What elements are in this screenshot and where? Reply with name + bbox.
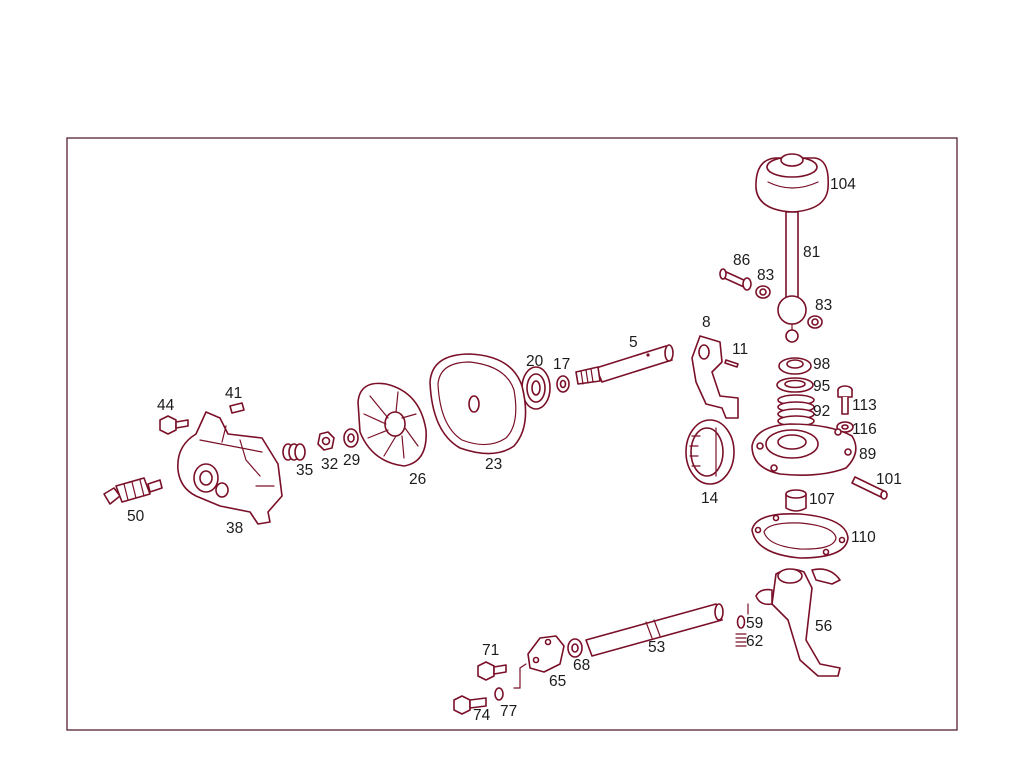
callout-44: 44 bbox=[157, 397, 175, 414]
part-23-oval-cover bbox=[429, 353, 527, 455]
part-81-shift-lever bbox=[777, 211, 807, 343]
part-14-synchro-ring bbox=[685, 419, 735, 485]
part-89-cover bbox=[751, 423, 857, 476]
callout-26: 26 bbox=[409, 471, 426, 488]
part-35-spring bbox=[282, 443, 306, 461]
callout-41: 41 bbox=[225, 385, 242, 402]
callout-68: 68 bbox=[573, 657, 590, 674]
part-56-shift-fork bbox=[755, 568, 841, 677]
callout-50: 50 bbox=[127, 508, 145, 525]
callout-53: 53 bbox=[648, 639, 665, 656]
part-26-ribbed-cover bbox=[357, 382, 427, 467]
part-101-pin bbox=[851, 476, 888, 500]
callout-23: 23 bbox=[485, 456, 502, 473]
callout-81: 81 bbox=[803, 244, 820, 261]
part-41-pin bbox=[229, 402, 245, 414]
part-38-housing bbox=[177, 411, 283, 525]
callout-83: 83 bbox=[757, 267, 774, 284]
part-77-washer bbox=[494, 687, 504, 701]
part-5-shaft bbox=[575, 344, 674, 385]
callout-95: 95 bbox=[813, 378, 830, 395]
part-29-washer bbox=[343, 428, 359, 448]
callout-107: 107 bbox=[809, 491, 835, 508]
part-44-bolt bbox=[159, 415, 189, 435]
part-11-pin bbox=[724, 359, 739, 368]
callout-20: 20 bbox=[526, 353, 544, 370]
part-50-switch bbox=[103, 477, 163, 505]
part-68-washer bbox=[567, 638, 583, 658]
part-86-pin bbox=[719, 268, 752, 291]
callout-32: 32 bbox=[321, 456, 338, 473]
part-32-nut bbox=[317, 431, 335, 451]
callout-110: 110 bbox=[851, 529, 876, 546]
part-83-bushing bbox=[755, 285, 823, 329]
callout-116: 116 bbox=[852, 421, 877, 438]
part-104-shift-boot bbox=[755, 153, 830, 213]
callout-62: 62 bbox=[746, 633, 763, 650]
diagram-frame bbox=[66, 137, 958, 731]
callout-113: 113 bbox=[852, 397, 877, 414]
leader-lines bbox=[513, 603, 749, 689]
part-59-ball bbox=[736, 615, 746, 629]
callout-labels: 104 81 86 83 83 5 8 11 20 17 98 95 92 11… bbox=[127, 176, 902, 724]
callout-5: 5 bbox=[629, 334, 638, 351]
part-98-clip bbox=[778, 357, 812, 375]
callout-92: 92 bbox=[813, 403, 830, 420]
callout-71: 71 bbox=[482, 642, 499, 659]
callout-59: 59 bbox=[746, 615, 763, 632]
callout-86: 86 bbox=[733, 252, 750, 269]
part-95-washer bbox=[776, 377, 814, 393]
callout-29: 29 bbox=[343, 452, 360, 469]
callout-35: 35 bbox=[296, 462, 313, 479]
part-116-washer bbox=[836, 421, 854, 433]
callout-77: 77 bbox=[500, 703, 517, 720]
part-92-spring bbox=[777, 394, 815, 427]
part-74-bolt bbox=[453, 695, 487, 715]
part-62-spring bbox=[735, 633, 747, 647]
callout-17: 17 bbox=[553, 356, 570, 373]
callout-56: 56 bbox=[815, 618, 832, 635]
callout-38: 38 bbox=[226, 520, 243, 537]
part-53-shift-rod bbox=[585, 603, 724, 657]
callout-89: 89 bbox=[859, 446, 876, 463]
callout-74: 74 bbox=[473, 707, 491, 724]
callout-8: 8 bbox=[702, 314, 711, 331]
part-17-ring bbox=[556, 375, 570, 393]
part-8-shift-fork bbox=[691, 335, 739, 419]
callout-65: 65 bbox=[549, 673, 566, 690]
callout-14: 14 bbox=[701, 490, 719, 507]
part-113-bolt bbox=[837, 385, 853, 415]
part-71-bolt bbox=[477, 661, 507, 681]
callout-11: 11 bbox=[732, 341, 748, 358]
callout-98: 98 bbox=[813, 356, 830, 373]
callout-101: 101 bbox=[876, 471, 902, 488]
callout-83-lower: 83 bbox=[815, 297, 832, 314]
part-107-bushing bbox=[785, 489, 807, 512]
part-20-seal bbox=[521, 366, 551, 410]
part-65-flange bbox=[527, 635, 565, 673]
part-110-gasket bbox=[751, 513, 849, 559]
callout-104: 104 bbox=[830, 176, 856, 193]
